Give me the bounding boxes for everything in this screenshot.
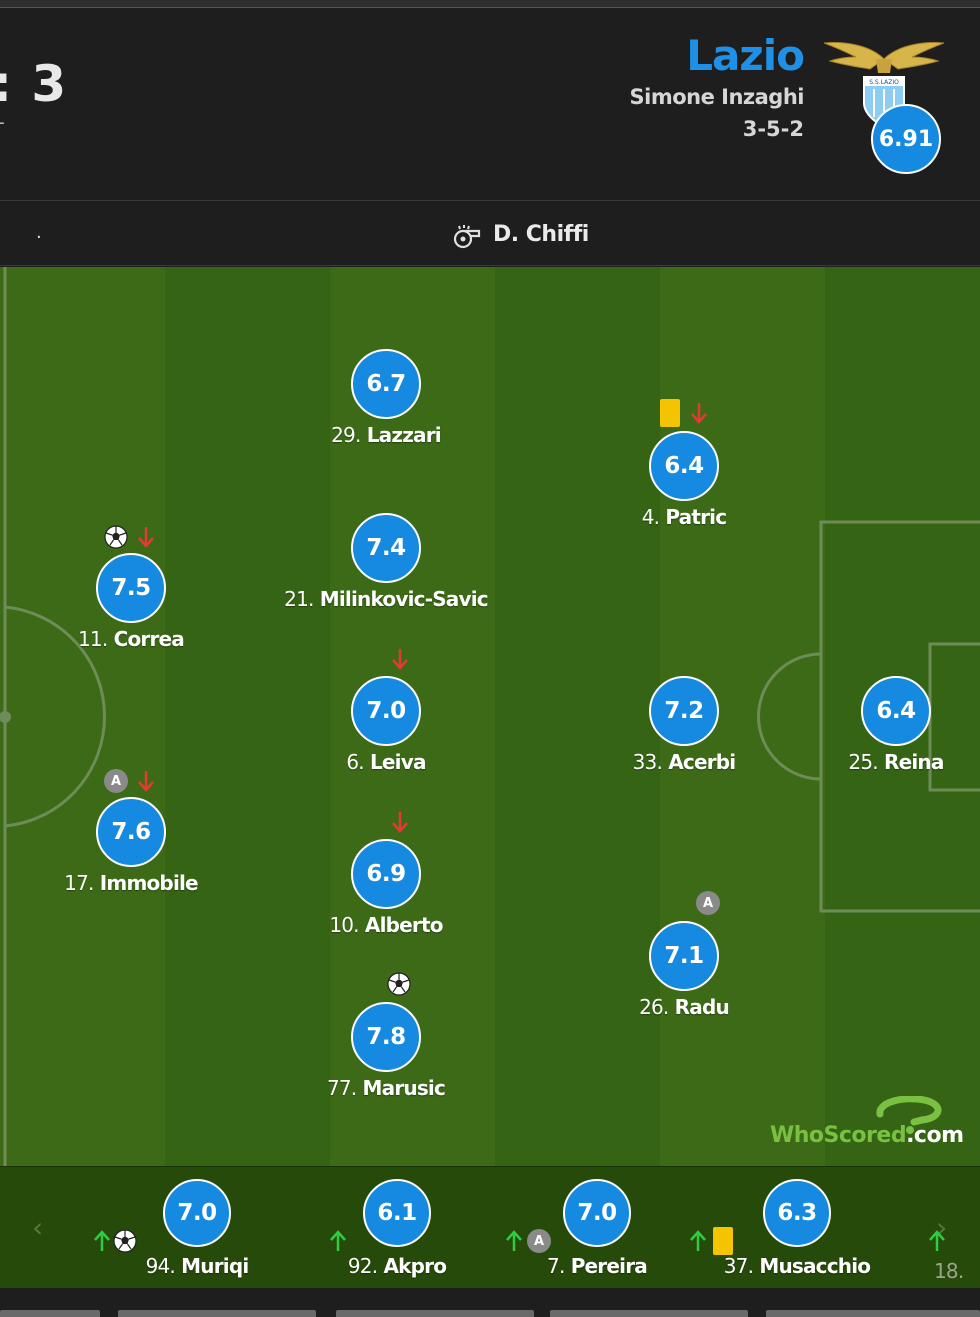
player-name: 11. Correa (78, 627, 185, 651)
formation: 3-5-2 (742, 117, 804, 141)
assist-icon: A (104, 769, 128, 793)
player-rating: 7.2 (649, 676, 719, 746)
player-rating: 6.1 (363, 1179, 431, 1247)
sub-on-arrow-icon (506, 1230, 522, 1251)
top-divider (0, 0, 980, 8)
player-name: 10. Alberto (329, 913, 443, 937)
match-status: T (0, 119, 4, 138)
prev-arrow-icon[interactable]: ‹ (32, 1211, 44, 1244)
whoscored-logo-icon (876, 1096, 942, 1134)
goal-ball-icon (104, 525, 128, 549)
player-name: 26. Radu (639, 995, 730, 1019)
sub-player-pereira[interactable]: 7.0 A 7. Pereira (487, 1179, 707, 1278)
assist-icon: A (696, 891, 720, 915)
player-lazzari[interactable]: 6.7 29. Lazzari (276, 321, 496, 447)
player-rating: 7.1 (649, 921, 719, 991)
player-name: 7. Pereira (547, 1254, 648, 1278)
referee-name: D. Chiffi (493, 222, 589, 247)
sub-off-arrow-icon (392, 812, 408, 833)
next-arrow-icon[interactable]: › (936, 1211, 948, 1244)
svg-text:S.S.LAZIO: S.S.LAZIO (869, 79, 899, 86)
player-marusic[interactable]: 7.8 77. Marusic (276, 972, 496, 1100)
player-rating: 7.8 (351, 1002, 421, 1072)
player-rating: 6.9 (351, 839, 421, 909)
player-patric[interactable]: 6.4 4. Patric (574, 399, 794, 529)
sub-player-musacchio[interactable]: 6.3 37. Musacchio (687, 1179, 907, 1278)
coach-name: Simone Inzaghi (629, 85, 805, 109)
player-name: 94. Muriqi (145, 1254, 250, 1278)
sub-player-akpro[interactable]: 6.1 92. Akpro (287, 1179, 507, 1278)
yellow-card-icon (660, 399, 680, 427)
player-name: 17. Immobile (64, 871, 198, 895)
player-leiva[interactable]: 7.0 6. Leiva (276, 648, 496, 774)
sub-on-arrow-icon (330, 1230, 346, 1251)
separator-dot: . (36, 222, 42, 243)
player-rating: 7.0 (351, 676, 421, 746)
goal-ball-icon (113, 1229, 137, 1253)
player-milinkovic-savic[interactable]: 7.4 21. Milinkovic-Savic (276, 485, 496, 611)
player-name: 25. Reina (848, 750, 944, 774)
player-immobile[interactable]: A 7.6 17. Immobile (21, 769, 241, 895)
assist-icon: A (527, 1229, 551, 1253)
sub-off-arrow-icon (138, 771, 154, 792)
player-rating: 7.6 (96, 797, 166, 867)
officials-bar: . D. Chiffi (0, 202, 980, 266)
sub-player-muriqi[interactable]: 7.0 94. Muriqi (87, 1179, 307, 1278)
whistle-icon (453, 225, 481, 249)
player-rating: 7.4 (351, 513, 421, 583)
score: : 3 (0, 55, 68, 113)
player-rating: 6.4 (861, 676, 931, 746)
player-name: 92. Akpro (347, 1254, 447, 1278)
tab-5[interactable] (766, 1310, 980, 1317)
tab-4[interactable] (550, 1310, 748, 1317)
sub-off-arrow-icon (138, 527, 154, 548)
tab-2[interactable] (118, 1310, 316, 1317)
player-name: 37. Musacchio (723, 1254, 871, 1278)
sub-off-arrow-icon (691, 403, 707, 424)
player-radu[interactable]: A 7.1 26. Radu (574, 891, 794, 1019)
player-name: 33. Acerbi (632, 750, 737, 774)
whoscored-watermark: WhoScored.com (770, 1096, 964, 1152)
sub-on-arrow-icon (929, 1230, 945, 1251)
player-name: 6. Leiva (346, 750, 426, 774)
substitutes-bar: ‹ › 7.0 94. Muriqi 6.1 92. Akpro 7.0 A 7… (0, 1166, 980, 1288)
player-rating: 6.3 (763, 1179, 831, 1247)
watermark-suffix: .com (906, 1123, 964, 1148)
tab-1[interactable] (0, 1310, 100, 1317)
goal-ball-icon (387, 972, 411, 996)
watermark-brand: WhoScored (770, 1123, 907, 1148)
sub-player-partial-number[interactable]: 18. (934, 1259, 964, 1283)
player-name: 29. Lazzari (331, 423, 442, 447)
team-name[interactable]: Lazio (686, 31, 805, 80)
sub-off-arrow-icon (392, 649, 408, 670)
player-rating: 7.0 (163, 1179, 231, 1247)
yellow-card-icon (713, 1227, 733, 1255)
player-acerbi[interactable]: 7.2 33. Acerbi (574, 648, 794, 774)
player-name: 21. Milinkovic-Savic (284, 587, 489, 611)
bottom-tab-strip (0, 1288, 980, 1317)
player-reina[interactable]: 6.4 25. Reina (786, 648, 980, 774)
player-rating: 6.4 (649, 431, 719, 501)
match-header: : 3 T Lazio Simone Inzaghi 3-5-2 S.S.LAZ… (0, 9, 980, 201)
sub-on-arrow-icon (690, 1230, 706, 1251)
player-name: 77. Marusic (326, 1076, 446, 1100)
player-alberto[interactable]: 6.9 10. Alberto (276, 811, 496, 937)
pitch: 6.7 29. Lazzari 6.4 4. Patric 7.5 11. Co… (0, 267, 980, 1166)
player-name: 4. Patric (641, 505, 727, 529)
tab-3[interactable] (336, 1310, 534, 1317)
player-rating: 7.5 (96, 553, 166, 623)
player-rating: 6.7 (351, 349, 421, 419)
sub-on-arrow-icon (94, 1230, 110, 1251)
player-correa[interactable]: 7.5 11. Correa (21, 525, 241, 651)
player-rating: 7.0 (563, 1179, 631, 1247)
team-rating: 6.91 (871, 104, 941, 174)
